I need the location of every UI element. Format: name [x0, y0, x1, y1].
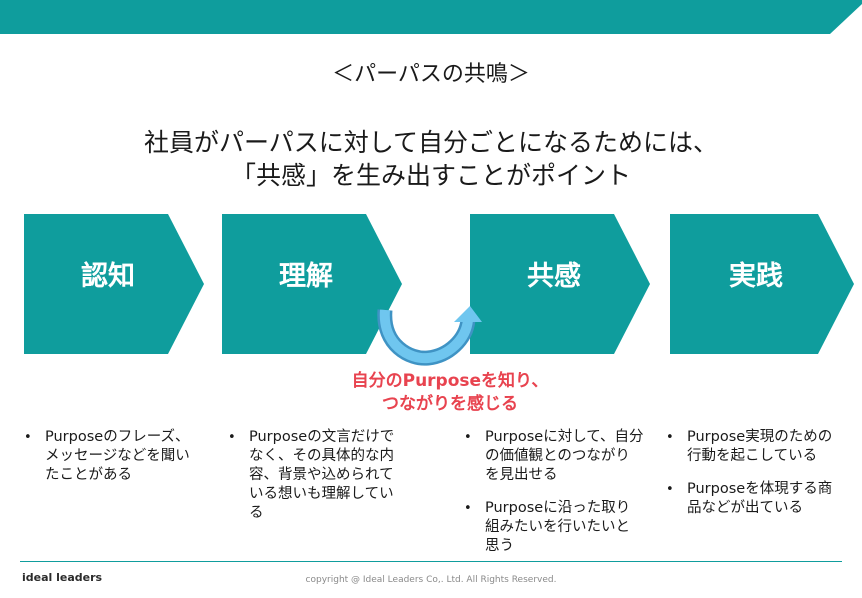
copyright-text: copyright @ Ideal Leaders Co,. Ltd. All …	[305, 575, 557, 585]
step-label-1: 認知	[81, 261, 135, 292]
step-label-2: 理解	[279, 261, 333, 292]
bullet-item: •Purposeの文言だけでなく、その具体的な内容、背景や込められている想いも理…	[228, 429, 395, 521]
callout-text: 自分のPurposeを知り、 つながりを感じる	[300, 370, 600, 416]
page-title: ＜パーパスの共鳴＞	[332, 62, 530, 87]
step-label-4: 実践	[729, 261, 783, 292]
page-subtitle: 社員がパーパスに対して自分ごとになるためには、 「共感」を生み出すことがポイント	[0, 126, 862, 192]
column-kyokan: •Purposeに対して、自分の価値観とのつながりを見出せる •Purposeに…	[464, 428, 644, 570]
step-label-3: 共感	[527, 261, 581, 292]
column-jissen: •Purpose実現のための行動を起こしている •Purposeを体現する商品な…	[666, 428, 846, 532]
column-ninchi: •Purposeのフレーズ、メッセージなどを聞いたことがある	[24, 428, 194, 499]
header-band	[0, 0, 862, 34]
bullet-item: •Purposeに対して、自分の価値観とのつながりを見出せる	[464, 429, 644, 483]
footer-divider	[20, 561, 842, 562]
bullet-item: •Purpose実現のための行動を起こしている	[666, 429, 833, 464]
subtitle-line-1: 社員がパーパスに対して自分ごとになるためには、	[143, 128, 718, 157]
loop-arrow-icon	[377, 306, 482, 366]
subtitle-line-2: 「共感」を生み出すことがポイント	[230, 161, 631, 190]
bullet-item: •Purposeを体現する商品などが出ている	[666, 481, 833, 516]
callout-line-1: 自分のPurposeを知り、	[351, 371, 549, 391]
bullet-item: •Purposeに沿った取り組みたいを行いたいと思う	[464, 500, 631, 554]
callout-line-2: つながりを感じる	[382, 394, 518, 414]
company-logo: ideal leaders	[22, 571, 103, 584]
bullet-item: •Purposeのフレーズ、メッセージなどを聞いたことがある	[24, 429, 190, 483]
column-rikai: •Purposeの文言だけでなく、その具体的な内容、背景や込められている想いも理…	[228, 428, 406, 537]
